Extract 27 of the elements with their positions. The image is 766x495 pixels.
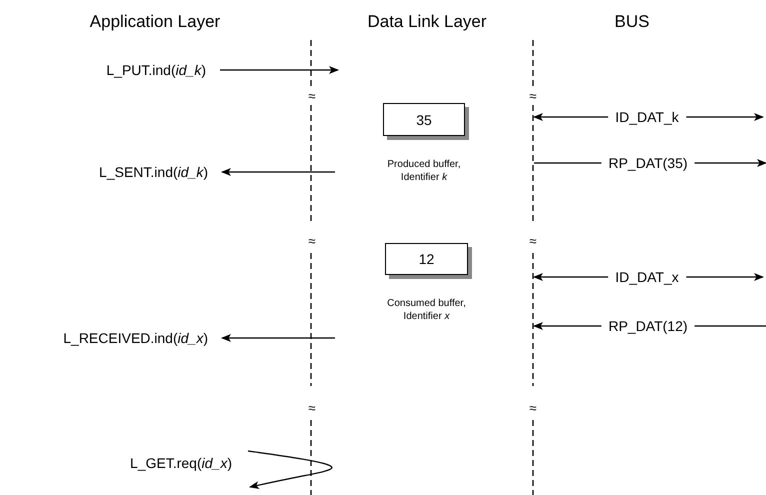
column-heading: Data Link Layer (367, 12, 487, 32)
break-mark: ≈ (308, 400, 316, 416)
line (694, 325, 766, 327)
arrow (694, 159, 766, 167)
arrow (533, 322, 602, 330)
arrow (533, 113, 608, 121)
message-label: L_SENT.ind(id_k) (20, 161, 222, 183)
break-mark: ≈ (308, 88, 316, 104)
message-label: L_RECEIVED.ind(id_x) (0, 327, 222, 349)
break-mark: ≈ (529, 88, 537, 104)
buffer-caption: Consumed buffer, Identifier x (386, 297, 467, 323)
message-label: L_PUT.ind(id_k) (20, 59, 220, 81)
buffer-caption: Produced buffer, Identifier k (386, 158, 462, 184)
arrow (686, 273, 764, 281)
line (534, 162, 602, 164)
arrow (221, 334, 335, 342)
arrow (686, 113, 764, 121)
break-mark: ≈ (529, 400, 537, 416)
arrow (220, 66, 339, 74)
column-heading: BUS (614, 12, 650, 32)
arrow (533, 273, 608, 281)
column-heading: Application Layer (90, 12, 220, 32)
message-label: L_GET.req(id_x) (20, 441, 246, 485)
arrow (248, 450, 332, 490)
break-mark: ≈ (529, 234, 537, 248)
break-mark: ≈ (308, 234, 316, 248)
arrow (221, 168, 335, 176)
